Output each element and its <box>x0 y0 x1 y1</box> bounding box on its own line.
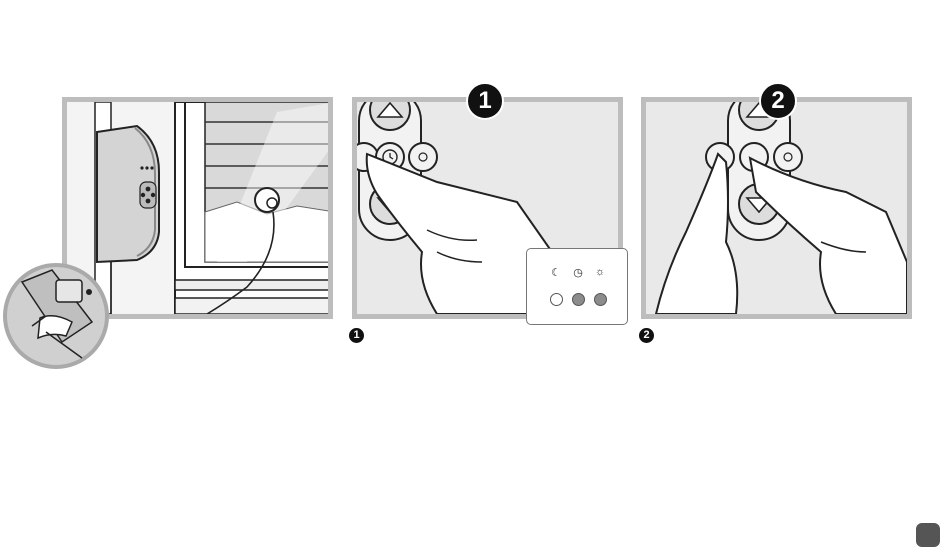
led-status-legend: ☾ ◷ ☼ <box>526 248 628 325</box>
moon-icon: ☾ <box>549 266 563 279</box>
step1-badge: 1 <box>466 82 504 120</box>
led-indicator <box>550 293 563 306</box>
sun-icon: ☼ <box>593 266 607 278</box>
clock-icon: ◷ <box>571 266 585 279</box>
bracket-detail-zoom <box>2 262 110 370</box>
step2-panel <box>641 97 912 319</box>
page-marker <box>916 523 940 547</box>
step2-badge: 2 <box>759 82 797 120</box>
step2-label: 2 <box>639 328 654 343</box>
step1-label: 1 <box>349 328 364 343</box>
led-indicator <box>572 293 585 306</box>
remote-keypad-step2 <box>646 102 907 314</box>
led-indicator <box>594 293 607 306</box>
